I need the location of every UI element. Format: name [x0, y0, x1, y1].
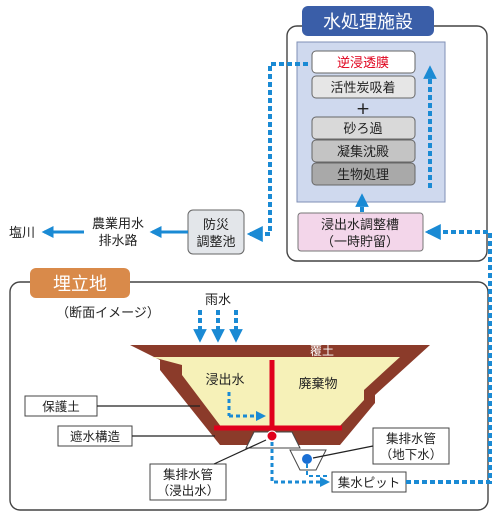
leachate-pipe-pointer [213, 439, 267, 465]
leachate-pipe-sublabel: （浸出水） [157, 483, 220, 498]
tank-sublabel: （一時貯留） [321, 235, 399, 250]
step-coagulation: 凝集沈殿 [337, 144, 389, 160]
plus-sign: + [356, 99, 370, 119]
outflow-arrow [246, 62, 308, 242]
river-label: 塩川 [9, 226, 35, 241]
leachate-pipe-label: 集排水管 [163, 467, 213, 482]
channel-label: 農業用水 [92, 216, 144, 232]
step-activated-carbon: 活性炭吸着 [330, 80, 395, 96]
tank-label: 浸出水調整槽 [321, 218, 399, 233]
step-biological-box [311, 162, 416, 186]
pit-to-tank-arrow [406, 224, 492, 484]
waste-label: 廃棄物 [298, 376, 337, 392]
channel-sublabel: 排水路 [98, 233, 137, 249]
groundwater-pipe-pointer [312, 445, 374, 459]
groundwater-pipe-label: 集排水管 [386, 431, 436, 446]
step-activated-carbon-box [311, 75, 416, 99]
step-biological: 生物処理 [337, 168, 389, 183]
groundwater-pipe-dot [302, 454, 312, 464]
step-sand-filter: 砂ろ過 [343, 122, 382, 137]
rain-label: 雨水 [205, 293, 231, 308]
pipe-to-pit-arrow [270, 442, 331, 488]
landfill-title-box [30, 268, 130, 298]
groundwater-to-pit-arrow [306, 464, 328, 477]
groundwater-pipe-box [372, 427, 450, 465]
facility-title: 水処理施設 [323, 12, 413, 33]
pit-label: 集水ピット [338, 475, 401, 490]
step-sand-filter-box [311, 116, 416, 140]
landfill-subtitle: （断面イメージ） [56, 306, 160, 321]
leachate-label: 浸出水 [205, 373, 244, 388]
pond-sublabel: 調整池 [196, 235, 235, 250]
leachate-pipe-box [149, 463, 227, 501]
protective-soil-label: 保護土 [42, 399, 80, 414]
facility-title-box [302, 6, 434, 36]
tank-box [297, 212, 424, 252]
step-reverse-osmosis: 逆浸透膜 [337, 55, 389, 71]
step-coagulation-box [311, 139, 416, 163]
landfill-title: 埋立地 [53, 274, 107, 295]
leachate-pipe-dot [266, 430, 278, 442]
pond-label: 防災 [203, 217, 229, 233]
groundwater-pipe-sublabel: （地下水） [380, 447, 443, 462]
barrier-label: 遮水構造 [70, 429, 121, 444]
waste-area [152, 357, 400, 428]
cover-label: 覆土 [310, 344, 334, 358]
step-reverse-osmosis-box [311, 50, 416, 74]
